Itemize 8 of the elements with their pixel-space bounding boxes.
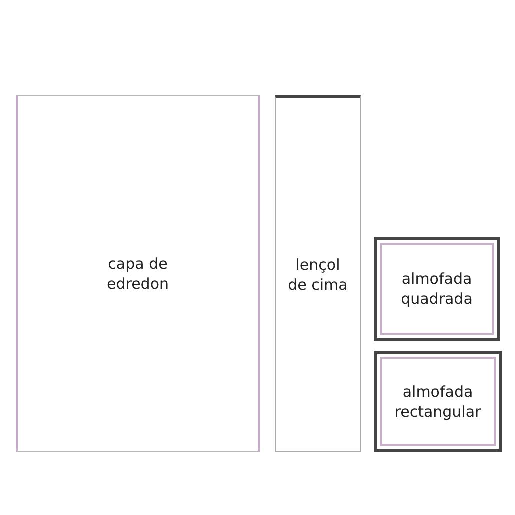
- item-label: capa de edredon: [106, 254, 170, 294]
- item-label: lençol de cima: [288, 254, 348, 294]
- pillow-panel: [374, 351, 502, 452]
- pillow-panel: [374, 237, 500, 341]
- item-label: almofada quadrada: [400, 269, 474, 309]
- sheet-panel: [275, 95, 361, 452]
- item-label: almofada rectangular: [394, 382, 482, 422]
- duvet-cover-panel: [16, 95, 260, 452]
